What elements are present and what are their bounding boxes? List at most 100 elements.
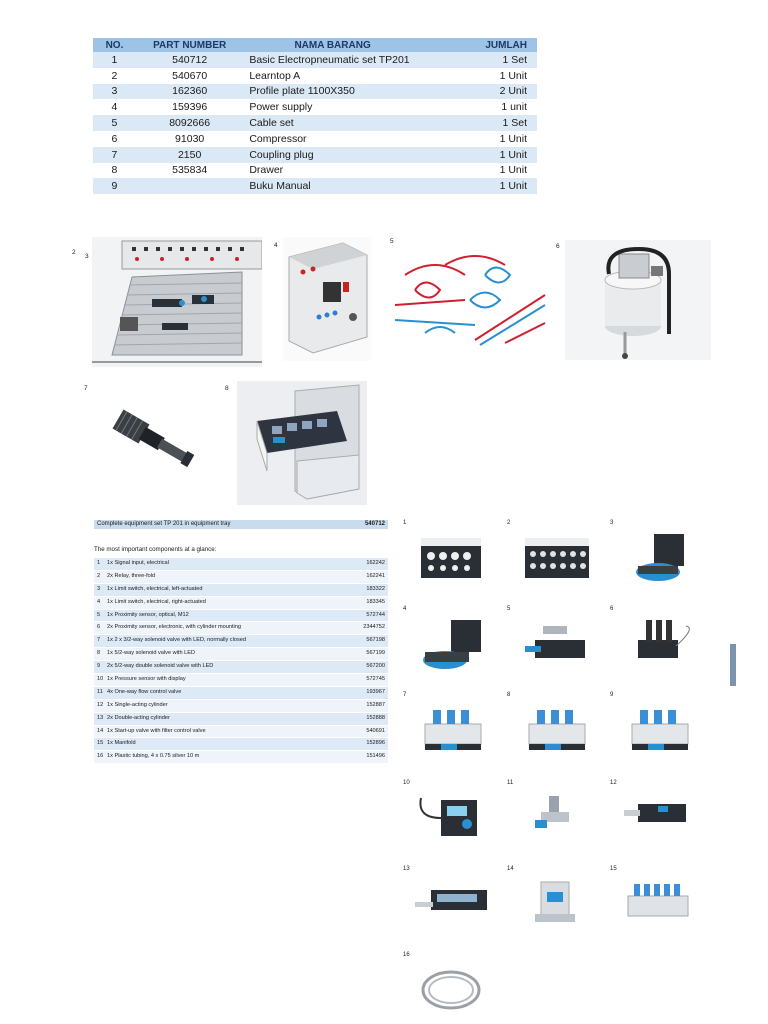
item-description: 1x Plastic tubing, 4 x 0.75 silver 10 m bbox=[107, 753, 200, 760]
component-number: 8 bbox=[507, 692, 511, 698]
row-no: 2 bbox=[93, 67, 136, 84]
row-qty: 1 Set bbox=[415, 52, 537, 68]
item-index: 16 bbox=[97, 753, 104, 760]
row-name: Basic Electropneumatic set TP201 bbox=[243, 52, 416, 68]
row-qty: 1 Set bbox=[415, 115, 537, 131]
component-photo-2 bbox=[515, 530, 599, 590]
component-number: 1 bbox=[403, 520, 407, 526]
component-number: 2 bbox=[507, 520, 511, 526]
table-header-row: NO. PART NUMBER NAMA BARANG JUMLAH bbox=[93, 38, 537, 52]
item-index: 15 bbox=[97, 740, 104, 747]
row-no: 8 bbox=[93, 162, 136, 179]
item-part-number: 152896 bbox=[366, 740, 385, 747]
row-name: Buku Manual bbox=[243, 178, 416, 195]
component-photo-11 bbox=[515, 790, 599, 850]
row-name: Power supply bbox=[243, 99, 416, 116]
row-name: Coupling plug bbox=[243, 146, 416, 163]
component-number: 11 bbox=[507, 780, 514, 786]
component-number: 7 bbox=[403, 692, 407, 698]
item-part-number: 193967 bbox=[366, 688, 385, 695]
item-description: 2x Relay, three-fold bbox=[107, 572, 156, 579]
item-index: 12 bbox=[97, 701, 104, 708]
component-number: 13 bbox=[403, 866, 410, 872]
component-photo-10 bbox=[411, 790, 495, 850]
row-name: Compressor bbox=[243, 130, 416, 147]
item-description: 1x Limit switch, electrical, right-actua… bbox=[107, 598, 206, 605]
item-part-number: 183322 bbox=[366, 585, 385, 592]
photo-label-6: 6 bbox=[556, 243, 560, 250]
row-name: Drawer bbox=[243, 162, 416, 179]
item-index: 7 bbox=[97, 637, 101, 644]
power-supply-photo bbox=[283, 237, 371, 361]
row-no: 6 bbox=[93, 130, 136, 147]
item-index: 11 bbox=[97, 688, 103, 695]
item-description: 1x Start-up valve with filter control va… bbox=[107, 727, 206, 734]
row-part-number: 8092666 bbox=[135, 115, 244, 131]
item-description: 2x 5/2-way double solenoid valve with LE… bbox=[107, 663, 214, 670]
item-description: 1x Single-acting cylinder bbox=[107, 701, 168, 708]
component-photo-16 bbox=[411, 962, 495, 1022]
item-part-number: 152888 bbox=[366, 714, 385, 721]
row-qty: 1 Unit bbox=[415, 67, 537, 84]
component-number: 4 bbox=[403, 606, 407, 612]
component-number: 16 bbox=[403, 952, 410, 958]
row-no: 3 bbox=[93, 83, 136, 100]
row-part-number: 540670 bbox=[135, 67, 244, 84]
row-part-number: 159396 bbox=[135, 99, 244, 116]
row-no: 5 bbox=[93, 115, 136, 131]
row-no: 4 bbox=[93, 99, 136, 116]
equipment-set-title: Complete equipment set TP 201 in equipme… bbox=[97, 521, 231, 527]
item-index: 13 bbox=[97, 714, 104, 721]
header-nama-barang: NAMA BARANG bbox=[243, 38, 416, 52]
item-description: 2x Proximity sensor, electronic, with cy… bbox=[107, 624, 241, 631]
row-no: 7 bbox=[93, 146, 136, 163]
item-part-number: 183345 bbox=[366, 598, 385, 605]
item-index: 3 bbox=[97, 585, 101, 592]
component-number: 9 bbox=[610, 692, 614, 698]
row-name: Cable set bbox=[243, 115, 416, 131]
row-qty: 1 Unit bbox=[415, 130, 537, 147]
row-part-number: 162360 bbox=[135, 83, 244, 100]
component-photo-12 bbox=[618, 790, 702, 850]
item-index: 1 bbox=[97, 560, 101, 566]
header-no: NO. bbox=[93, 38, 136, 52]
item-description: 2x Double-acting cylinder bbox=[107, 714, 170, 721]
page-side-tab bbox=[730, 644, 736, 686]
component-photo-8 bbox=[515, 702, 599, 762]
list-item: 7 1x 2 x 3/2-way solenoid valve with LED,… bbox=[94, 635, 388, 649]
item-index: 2 bbox=[97, 572, 101, 579]
row-part-number: 2150 bbox=[135, 146, 244, 163]
component-photo-5 bbox=[515, 616, 599, 676]
item-part-number: 162242 bbox=[366, 560, 385, 566]
item-description: 1x 2 x 3/2-way solenoid valve with LED, … bbox=[107, 637, 246, 644]
component-photo-13 bbox=[411, 876, 495, 936]
item-part-number: 540691 bbox=[366, 727, 385, 734]
header-jumlah: JUMLAH bbox=[415, 38, 537, 52]
item-part-number: 151496 bbox=[366, 753, 385, 760]
component-photo-4 bbox=[411, 616, 495, 676]
item-index: 5 bbox=[97, 611, 101, 618]
row-qty: 1 Unit bbox=[415, 162, 537, 179]
cable-set-photo bbox=[385, 245, 553, 355]
row-qty: 2 Unit bbox=[415, 83, 537, 100]
photo-label-3: 3 bbox=[85, 253, 89, 260]
component-number: 14 bbox=[507, 866, 514, 872]
